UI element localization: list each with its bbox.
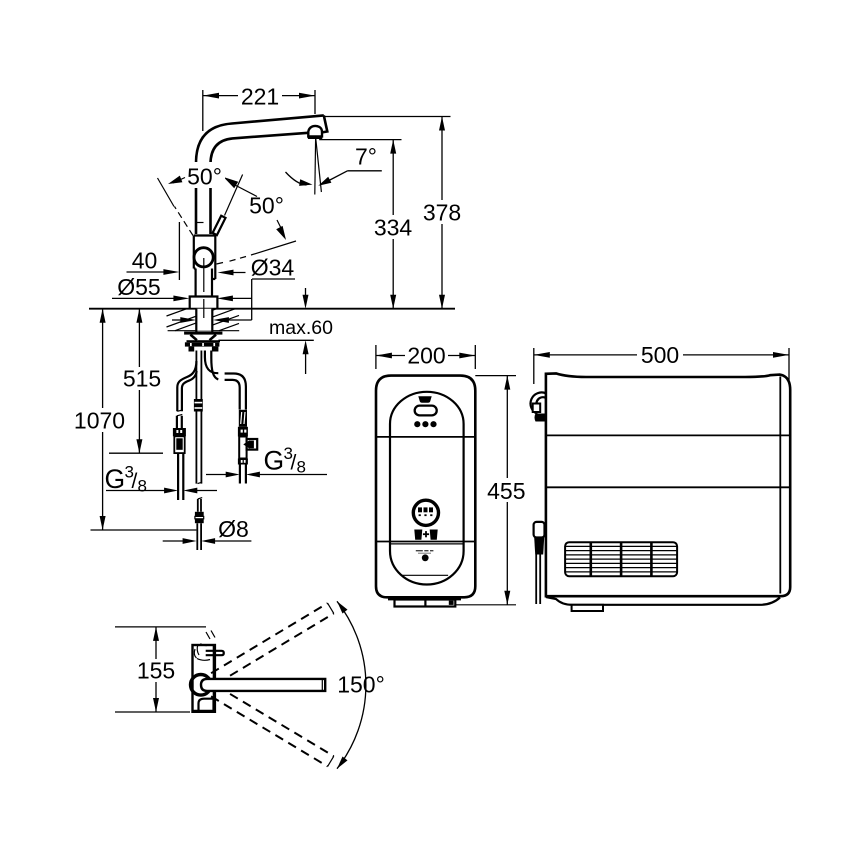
svg-text:200: 200 bbox=[407, 343, 445, 369]
svg-text:40: 40 bbox=[132, 248, 158, 274]
svg-text:221: 221 bbox=[241, 84, 279, 110]
svg-text:/: / bbox=[291, 452, 297, 475]
svg-text:8: 8 bbox=[297, 458, 306, 477]
svg-text:50°: 50° bbox=[187, 164, 222, 190]
svg-text:50°: 50° bbox=[249, 193, 284, 219]
svg-text:Ø8: Ø8 bbox=[218, 516, 249, 542]
svg-text:max.60: max.60 bbox=[269, 317, 333, 339]
svg-text:334: 334 bbox=[374, 215, 413, 241]
svg-text:500: 500 bbox=[641, 342, 679, 368]
svg-text:G: G bbox=[105, 464, 126, 494]
svg-text:3: 3 bbox=[284, 444, 293, 463]
svg-text:Ø55: Ø55 bbox=[117, 274, 160, 300]
svg-text:455: 455 bbox=[487, 478, 525, 504]
svg-text:1070: 1070 bbox=[74, 408, 125, 434]
svg-text:Ø34: Ø34 bbox=[251, 255, 295, 281]
svg-text:8: 8 bbox=[138, 477, 147, 496]
svg-text:G: G bbox=[264, 446, 285, 476]
svg-text:378: 378 bbox=[423, 200, 461, 226]
svg-text:/: / bbox=[132, 470, 138, 493]
svg-text:155: 155 bbox=[137, 658, 175, 684]
svg-text:515: 515 bbox=[123, 366, 161, 392]
svg-text:7°: 7° bbox=[355, 144, 377, 170]
svg-text:3: 3 bbox=[125, 463, 134, 482]
svg-text:150°: 150° bbox=[337, 672, 385, 698]
